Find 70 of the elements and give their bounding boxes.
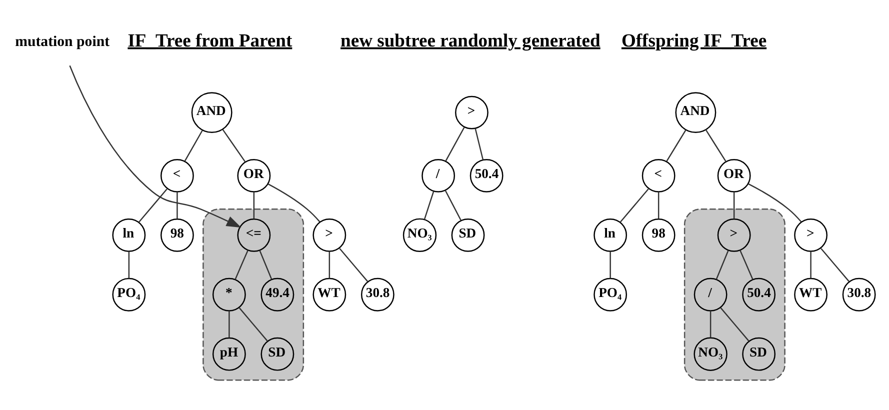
node-circle: SD xyxy=(260,336,294,370)
connector xyxy=(424,190,434,220)
connector xyxy=(328,250,330,278)
connector xyxy=(138,188,168,222)
connector xyxy=(253,191,255,218)
connector xyxy=(228,310,230,338)
node-circle: WT xyxy=(794,277,828,311)
connector xyxy=(234,249,248,280)
connector xyxy=(666,129,686,162)
connector xyxy=(748,182,802,222)
label: Offspring IF_Tree xyxy=(621,30,767,51)
node-circle: OR xyxy=(237,158,271,192)
node-circle: / xyxy=(422,158,456,192)
connector xyxy=(222,128,246,162)
connector xyxy=(128,250,130,278)
connector xyxy=(733,191,735,218)
connector xyxy=(444,190,462,220)
connector xyxy=(259,250,272,279)
node-circle: SD xyxy=(742,336,776,370)
node-circle: < xyxy=(642,158,676,192)
connector xyxy=(176,191,178,218)
connector xyxy=(820,248,850,282)
connector xyxy=(184,130,203,161)
node-circle: 30.8 xyxy=(842,277,876,311)
node-circle: WT xyxy=(312,277,346,311)
connector xyxy=(238,307,268,342)
connector xyxy=(445,126,465,161)
node-circle: AND xyxy=(191,92,232,133)
node-circle: 98 xyxy=(160,218,194,252)
connector xyxy=(705,128,727,162)
node-circle: > xyxy=(455,95,488,129)
label: new subtree randomly generated xyxy=(340,30,600,51)
node-text: mutation point xyxy=(15,33,110,50)
label: IF_Tree from Parent xyxy=(128,30,292,51)
node-circle: SD xyxy=(451,218,485,252)
connector xyxy=(620,188,649,222)
connector xyxy=(268,183,320,222)
connector xyxy=(740,249,754,280)
node-circle: ln xyxy=(112,218,146,252)
node-circle: 50.4 xyxy=(742,277,776,311)
node-circle: PO₄ xyxy=(594,277,628,311)
node-circle: > xyxy=(794,218,828,252)
connector xyxy=(810,250,812,278)
connector xyxy=(720,307,750,342)
connector xyxy=(658,191,660,218)
node-circle: 98 xyxy=(642,218,676,252)
cluster xyxy=(202,208,304,380)
node-circle: < xyxy=(160,158,194,192)
node-circle: pH xyxy=(212,336,246,370)
connector xyxy=(339,248,368,282)
node-circle: > xyxy=(312,218,346,252)
node-circle: 50.4 xyxy=(470,158,504,192)
node-circle: ln xyxy=(594,218,628,252)
node-circle: NO₃ xyxy=(694,336,728,370)
node-circle: 30.8 xyxy=(360,277,394,311)
connector xyxy=(474,128,484,160)
node-circle: > xyxy=(717,218,751,252)
node-circle: OR xyxy=(717,158,751,192)
connector xyxy=(716,250,729,279)
node-circle: NO₃ xyxy=(402,218,437,252)
node-circle: * xyxy=(212,277,246,311)
arrow xyxy=(69,64,242,228)
node-circle: <= xyxy=(237,218,271,252)
cluster xyxy=(684,208,786,380)
node-circle: AND xyxy=(675,92,716,133)
connector xyxy=(610,250,611,278)
connector xyxy=(710,310,712,338)
node-circle: PO₄ xyxy=(112,277,146,311)
node-circle: / xyxy=(694,277,728,311)
node-circle: 49.4 xyxy=(260,277,294,311)
